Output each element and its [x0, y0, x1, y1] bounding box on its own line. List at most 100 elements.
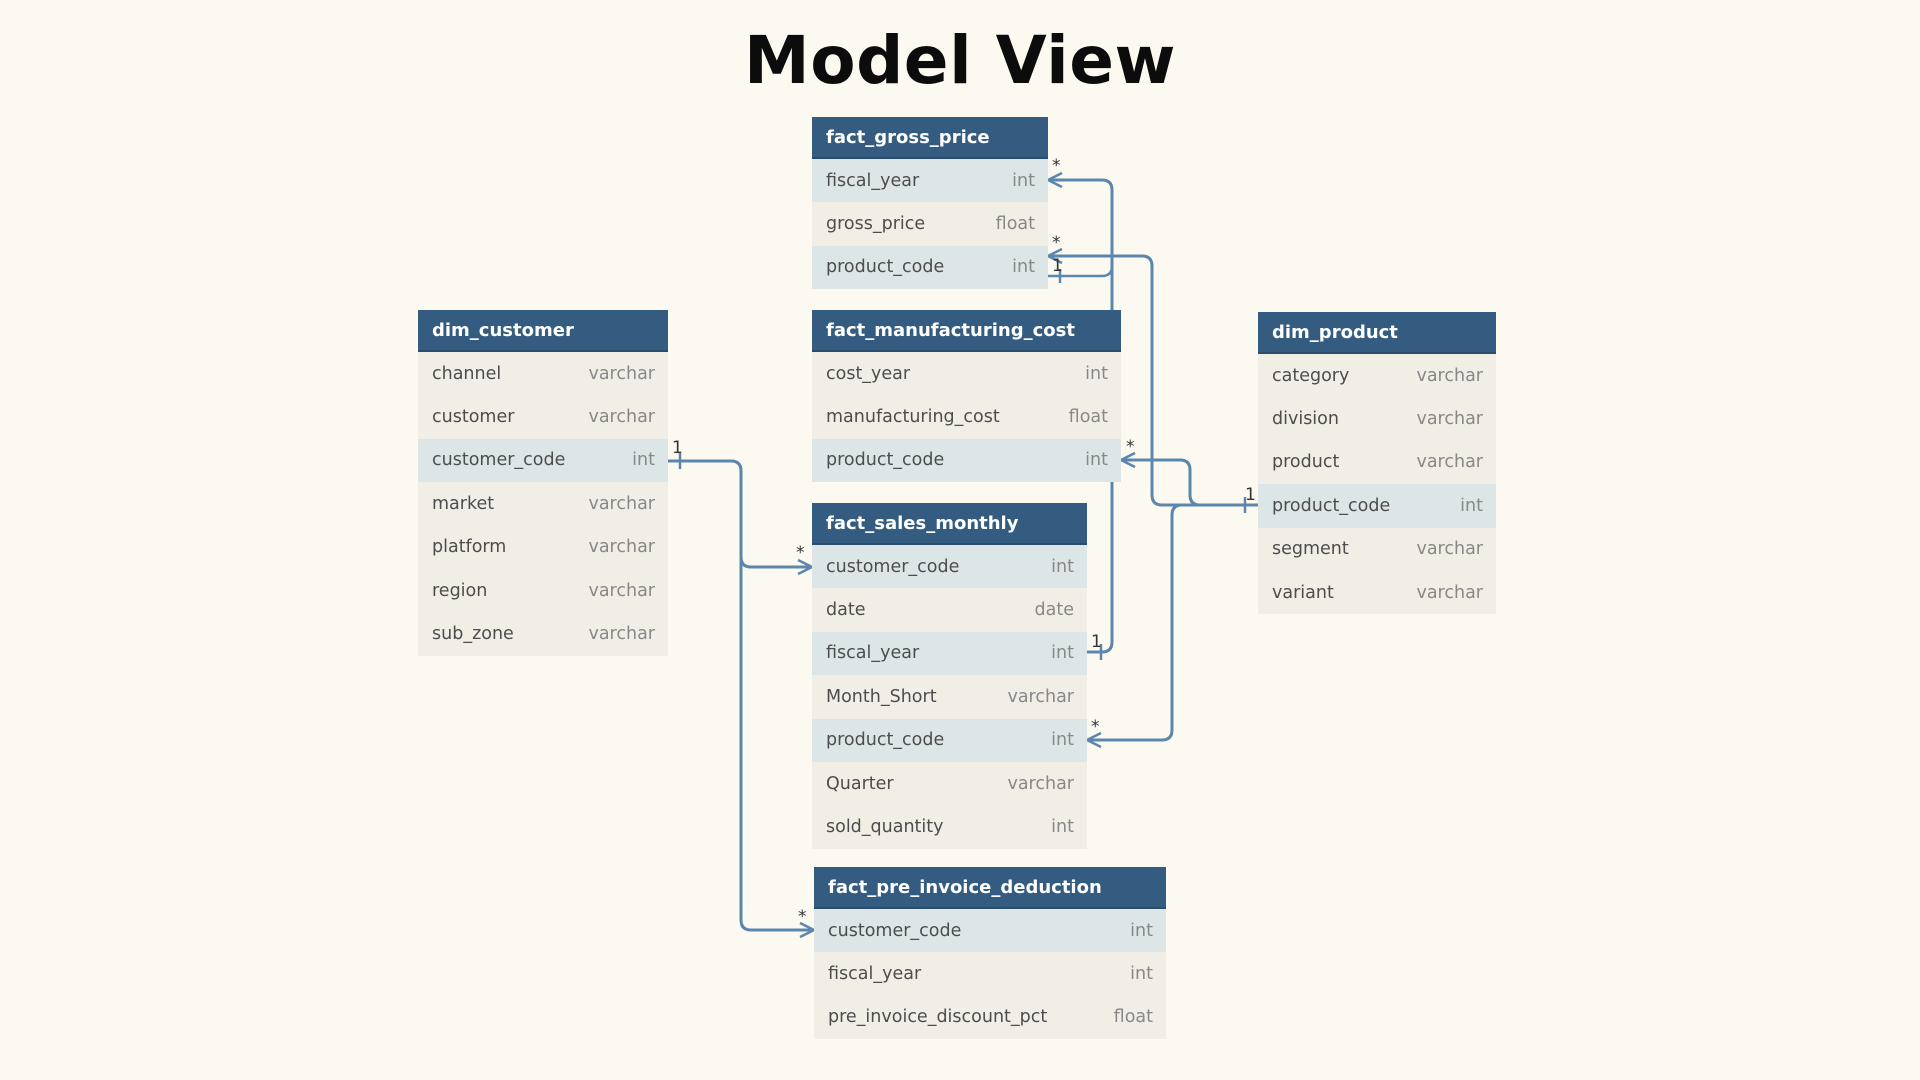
field-name: market — [432, 493, 495, 514]
table-header[interactable]: fact_sales_monthly — [812, 503, 1087, 545]
field-row[interactable]: date date — [812, 588, 1087, 632]
table-header[interactable]: fact_manufacturing_cost — [812, 310, 1121, 352]
rel-customer-preinvoice — [739, 557, 814, 932]
field-type: float — [995, 214, 1035, 235]
field-row[interactable]: region varchar — [418, 568, 668, 613]
table-fact-pre-invoice-deduction[interactable]: fact_pre_invoice_deduction customer_code… — [814, 867, 1166, 1040]
cardinality-many-gross-fiscal: * — [1052, 156, 1061, 176]
field-type: int — [1051, 556, 1074, 577]
field-type: varchar — [588, 363, 655, 384]
field-row[interactable]: manufacturing_cost float — [812, 395, 1121, 439]
field-type: varchar — [588, 537, 655, 558]
rel-product-sales — [1087, 503, 1183, 742]
field-row[interactable]: platform varchar — [418, 525, 668, 569]
field-type: int — [1051, 817, 1074, 838]
field-type: varchar — [1416, 582, 1483, 603]
cardinality-one-sales-fiscal: 1 — [1091, 632, 1102, 652]
field-name: fiscal_year — [826, 643, 920, 664]
cardinality-one-product: 1 — [1245, 485, 1256, 505]
table-dim-customer[interactable]: dim_customer channel varchar customer varc… — [418, 310, 668, 656]
field-row[interactable]: product_code int — [812, 438, 1121, 483]
rel-customer-sales — [668, 459, 812, 569]
field-name: sub_zone — [432, 624, 514, 645]
cardinality-many-sales-product: * — [1091, 717, 1100, 737]
field-row[interactable]: sold_quantity int — [812, 805, 1087, 849]
field-name: variant — [1272, 582, 1334, 603]
cardinality-many-preinvoice-customer: * — [798, 907, 807, 927]
table-header[interactable]: dim_product — [1258, 312, 1496, 354]
field-type: int — [1085, 450, 1108, 471]
field-type: int — [1130, 964, 1153, 985]
table-header[interactable]: dim_customer — [418, 310, 668, 352]
field-name: channel — [432, 363, 502, 384]
field-name: platform — [432, 537, 507, 558]
field-type: int — [1012, 170, 1035, 191]
field-name: date — [826, 600, 866, 621]
field-name: category — [1272, 365, 1350, 386]
field-row[interactable]: channel varchar — [418, 352, 668, 396]
field-name: division — [1272, 409, 1339, 430]
cardinality-one-customer: 1 — [672, 438, 683, 458]
cardinality-one-gross-product: 1 — [1052, 256, 1063, 276]
cardinality-many-sales-customer: * — [796, 543, 805, 563]
field-type: date — [1034, 600, 1074, 621]
field-type: varchar — [1416, 365, 1483, 386]
field-type: varchar — [588, 493, 655, 514]
field-name: product — [1272, 452, 1340, 473]
field-type: varchar — [588, 580, 655, 601]
field-row[interactable]: product varchar — [1258, 440, 1496, 485]
field-name: customer_code — [828, 920, 962, 941]
field-type: varchar — [1007, 773, 1074, 794]
table-header[interactable]: fact_pre_invoice_deduction — [814, 867, 1166, 909]
field-type: varchar — [588, 624, 655, 645]
cardinality-many-gross-product: * — [1052, 233, 1061, 253]
field-type: int — [1130, 920, 1153, 941]
field-row[interactable]: fiscal_year int — [812, 631, 1087, 676]
field-name: cost_year — [826, 363, 911, 384]
field-name: product_code — [826, 450, 945, 471]
field-type: float — [1113, 1007, 1153, 1028]
field-type: float — [1068, 407, 1108, 428]
field-name: sold_quantity — [826, 817, 944, 838]
field-type: varchar — [1416, 452, 1483, 473]
field-name: Month_Short — [826, 686, 937, 707]
field-row[interactable]: sub_zone varchar — [418, 612, 668, 656]
field-name: customer_code — [432, 450, 566, 471]
field-name: Quarter — [826, 773, 894, 794]
field-row[interactable]: customer_code int — [814, 909, 1166, 953]
field-type: varchar — [588, 407, 655, 428]
field-name: region — [432, 580, 488, 601]
field-row[interactable]: customer varchar — [418, 395, 668, 439]
field-name: product_code — [826, 257, 945, 278]
field-name: customer — [432, 407, 515, 428]
field-row[interactable]: variant varchar — [1258, 570, 1496, 615]
field-type: int — [1051, 643, 1074, 664]
cardinality-many-mfg-product: * — [1126, 437, 1135, 457]
field-type: int — [1051, 730, 1074, 751]
rel-product-mfg — [1121, 458, 1201, 507]
field-row[interactable]: market varchar — [418, 482, 668, 526]
field-row[interactable]: Quarter varchar — [812, 761, 1087, 806]
field-type: int — [1460, 495, 1483, 516]
table-header[interactable]: fact_gross_price — [812, 117, 1048, 159]
field-name: segment — [1272, 539, 1349, 560]
field-row[interactable]: category varchar — [1258, 354, 1496, 398]
field-name: manufacturing_cost — [826, 407, 1000, 428]
